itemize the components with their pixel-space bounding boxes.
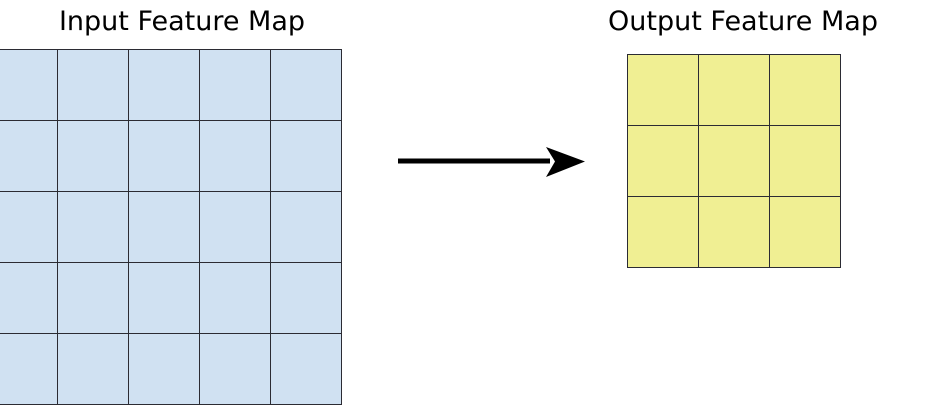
input-cell: [127, 262, 201, 335]
output-cell: [626, 53, 699, 126]
input-cell: [127, 48, 201, 121]
input-cell: [270, 333, 343, 406]
output-cell: [768, 124, 842, 197]
input-feature-map-grid: [0, 48, 357, 406]
output-cell: [768, 195, 842, 269]
input-cell: [56, 119, 129, 192]
input-cell: [0, 48, 58, 121]
output-feature-map-title: Output Feature Map: [608, 6, 878, 37]
input-cell: [56, 48, 129, 121]
output-cell: [768, 53, 842, 126]
output-cell: [626, 195, 699, 269]
input-cell: [270, 262, 343, 335]
input-cell: [56, 190, 129, 264]
output-feature-map-grid: [626, 53, 842, 269]
input-feature-map-title: Input Feature Map: [58, 6, 306, 37]
input-cell: [0, 262, 58, 335]
output-cell: [697, 124, 770, 197]
right-arrow-icon: [398, 147, 585, 177]
input-cell: [56, 262, 129, 335]
output-cell: [626, 124, 699, 197]
input-cell: [56, 333, 129, 406]
input-cell: [127, 119, 201, 192]
input-cell: [199, 333, 272, 406]
input-cell: [270, 119, 343, 192]
input-cell: [199, 190, 272, 264]
input-cell: [199, 262, 272, 335]
input-cell: [0, 119, 58, 192]
input-cell: [0, 333, 58, 406]
input-cell: [127, 190, 201, 264]
input-cell: [270, 48, 343, 121]
input-cell: [199, 48, 272, 121]
input-cell: [199, 119, 272, 192]
input-cell: [127, 333, 201, 406]
output-cell: [697, 195, 770, 269]
input-cell: [0, 190, 58, 264]
input-cell: [270, 190, 343, 264]
output-cell: [697, 53, 770, 126]
